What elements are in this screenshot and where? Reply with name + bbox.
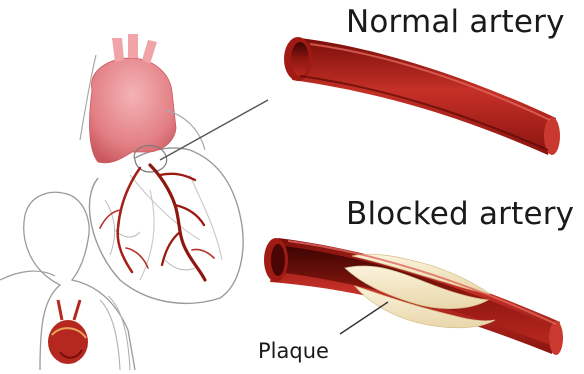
blocked-artery-opening-inner bbox=[271, 244, 285, 276]
normal-artery-label: Normal artery bbox=[346, 4, 565, 40]
aorta-branch-1 bbox=[112, 38, 124, 62]
aorta bbox=[90, 58, 176, 163]
plaque-pointer bbox=[340, 302, 388, 334]
heart-illustration bbox=[0, 34, 268, 370]
blocked-artery-end bbox=[549, 321, 563, 355]
callout-line bbox=[160, 100, 268, 160]
plaque-label: Plaque bbox=[258, 339, 329, 363]
heart-outline bbox=[89, 148, 243, 303]
aorta-branch-3 bbox=[142, 40, 157, 64]
normal-artery-lumen bbox=[291, 42, 309, 76]
blocked-artery-label: Blocked artery bbox=[346, 196, 574, 232]
blocked-artery-illustration bbox=[264, 238, 563, 355]
aorta-branch-2 bbox=[128, 34, 138, 58]
normal-artery-illustration bbox=[284, 37, 560, 155]
